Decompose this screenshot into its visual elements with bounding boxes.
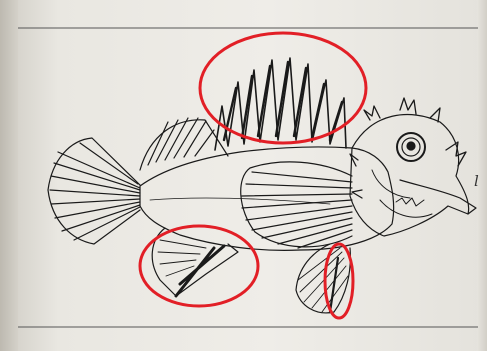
pectoral-fin <box>241 162 352 248</box>
fish-head <box>350 98 476 236</box>
anal-fin <box>152 228 238 296</box>
tail-fin <box>48 138 140 244</box>
soft-dorsal-fin <box>140 118 228 170</box>
fish-eye <box>397 133 425 161</box>
margin-letter: l <box>474 172 479 190</box>
pelvic-fin <box>296 244 350 313</box>
